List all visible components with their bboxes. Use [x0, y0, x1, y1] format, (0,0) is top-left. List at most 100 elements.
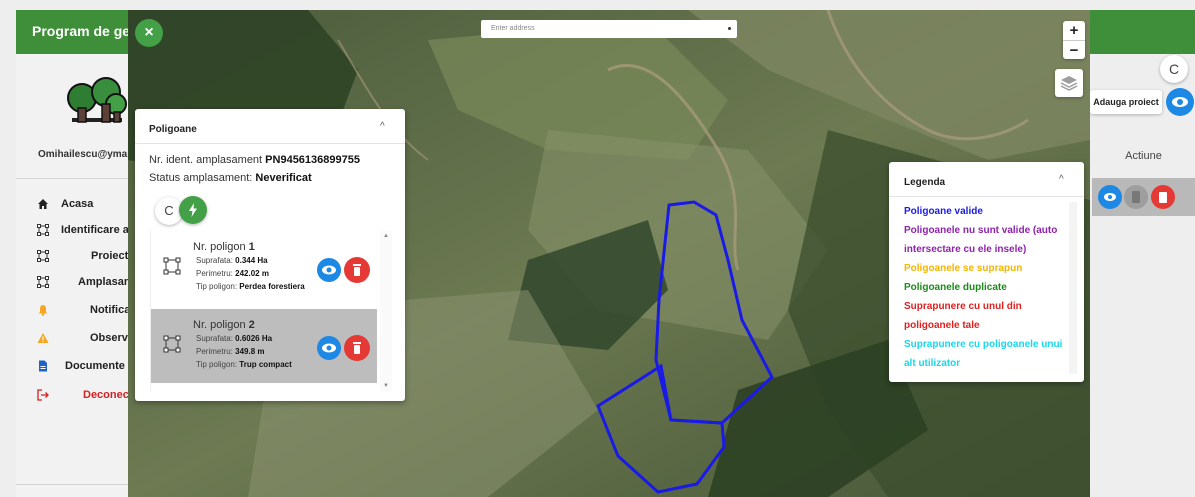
sidebar-item-label: Deconecte: [83, 389, 139, 401]
polygon-1-outline: [654, 200, 774, 425]
add-project-button[interactable]: Adauga proiect: [1090, 90, 1162, 114]
refresh-button[interactable]: C: [1160, 55, 1188, 83]
sidebar-item-documente[interactable]: Documente c: [16, 354, 151, 380]
polygon-icon: [36, 224, 50, 238]
polygon-icon: [163, 335, 181, 353]
sidebar-item-proiecte[interactable]: Proiecte: [16, 244, 151, 270]
polygon-type-value: Trup compact: [239, 360, 292, 369]
layers-icon: [1060, 76, 1078, 91]
polygon-icon: [36, 250, 50, 264]
polygon-area-value: 0.6026 Ha: [235, 334, 273, 343]
home-icon: [36, 198, 50, 212]
polygon-list-item[interactable]: Nr. poligon 1 Suprafata: 0.344 Ha Perime…: [151, 231, 377, 305]
scroll-down-icon[interactable]: ▼: [383, 383, 389, 389]
polygon-name-value: 1: [248, 241, 255, 253]
sidebar-item-acasa[interactable]: Acasa: [16, 192, 151, 218]
user-email: Omihailescu@ymail.: [38, 149, 136, 160]
collapse-chevron-icon[interactable]: ^: [380, 121, 385, 132]
close-map-button[interactable]: ×: [135, 19, 163, 47]
polygon-list-item-selected[interactable]: Nr. poligon 2 Suprafata: 0.6026 Ha Perim…: [151, 309, 377, 383]
view-polygon-button[interactable]: [317, 258, 341, 282]
address-search-input[interactable]: Enter address: [481, 20, 737, 38]
bolt-icon: [189, 203, 197, 217]
sidebar-divider: [16, 484, 151, 485]
sidebar-divider: [16, 178, 151, 179]
warning-icon: [36, 332, 50, 346]
polygon-perimeter-value: 349.8 m: [235, 347, 265, 356]
legend-item-valid: Poligoane valide: [904, 206, 983, 217]
sidebar: Omihailescu@ymail. Acasa Identificare ar…: [16, 54, 151, 497]
sidebar-item-deconectare[interactable]: Deconecte: [16, 383, 151, 409]
sidebar-item-label: Acasa: [61, 198, 94, 210]
polygon-type: Tip poligon: Perdea forestiera: [196, 282, 305, 291]
delete-polygon-button[interactable]: [344, 335, 370, 361]
polygon-perimeter: Perimetru: 242.02 m: [196, 269, 269, 278]
sidebar-item-identificare[interactable]: Identificare ar: [16, 218, 151, 244]
sidebar-item-label: Notificar: [90, 304, 135, 316]
polygon-area-label: Suprafata:: [196, 256, 236, 265]
polygon-icon: [36, 276, 50, 290]
polygon-name-value: 2: [248, 319, 255, 331]
polygon-area-value: 0.344 Ha: [235, 256, 268, 265]
sidebar-item-notificari[interactable]: Notificar: [16, 298, 151, 324]
polygon-list-scrollbar[interactable]: ▲ ▼: [380, 231, 392, 391]
table-row-actions: [1092, 178, 1195, 216]
legend-item-invalid: Poligoanele nu sunt valide (auto interse…: [904, 225, 1058, 255]
logout-icon: [36, 389, 50, 403]
sidebar-item-label: Observat: [90, 332, 138, 344]
scroll-up-icon[interactable]: ▲: [383, 233, 389, 239]
legend-scrollbar[interactable]: [1069, 202, 1077, 374]
site-id-label: Nr. ident. amplasament: [149, 154, 266, 166]
zoom-out-button[interactable]: −: [1069, 42, 1079, 59]
polygons-panel: Poligoane ^ Nr. ident. amplasament PN945…: [135, 109, 405, 401]
legend-divider: [889, 196, 1084, 197]
polygon-perimeter: Perimetru: 349.8 m: [196, 347, 264, 356]
polygon-perimeter-value: 242.02 m: [235, 269, 269, 278]
polygon-2-outline: [596, 363, 726, 494]
polygon-area: Suprafata: 0.6026 Ha: [196, 334, 272, 343]
legend-title: Legenda: [904, 177, 946, 188]
collapse-chevron-icon[interactable]: ^: [1059, 174, 1064, 185]
legend-item-own-overlap: Suprapunere cu unul din poligoanele tale: [904, 301, 1022, 331]
sidebar-item-amplasamente[interactable]: Amplasame: [16, 270, 151, 296]
page-right-area: [1085, 54, 1195, 497]
app-title: Program de gest: [32, 23, 143, 39]
delete-polygon-button[interactable]: [344, 257, 370, 283]
legend-panel: Legenda ^ Poligoane valide Poligoanele n…: [889, 162, 1084, 382]
zoom-divider: [1063, 40, 1085, 41]
polygon-area-label: Suprafata:: [196, 334, 236, 343]
trash-icon: [353, 342, 361, 354]
panel-divider: [135, 143, 405, 144]
sidebar-item-observatii[interactable]: Observat: [16, 326, 151, 352]
site-id-line: Nr. ident. amplasament PN9456136899755: [149, 154, 360, 166]
bolt-action-button[interactable]: [179, 196, 207, 224]
site-id-value: PN9456136899755: [265, 154, 360, 166]
refresh-polygons-button[interactable]: C: [155, 197, 183, 225]
legend-item-overlap: Poligoanele se suprapun: [904, 263, 1023, 274]
sidebar-item-label: Documente c: [65, 360, 135, 372]
polygon-icon: [163, 257, 181, 275]
polygon-perimeter-label: Perimetru:: [196, 269, 236, 278]
polygon-type-label: Tip poligon:: [196, 282, 240, 291]
polygon-perimeter-label: Perimetru:: [196, 347, 236, 356]
polygon-name-label: Nr. poligon: [193, 241, 249, 253]
eye-icon: [322, 265, 336, 275]
polygon-type-value: Perdea forestiera: [239, 282, 305, 291]
view-button[interactable]: [1166, 88, 1194, 116]
view-polygon-button[interactable]: [317, 336, 341, 360]
panel-title: Poligoane: [149, 124, 197, 135]
layers-button[interactable]: [1055, 69, 1083, 97]
bell-icon: [36, 304, 50, 318]
site-status-label: Status amplasament:: [149, 172, 256, 184]
sidebar-item-label: Amplasame: [78, 276, 140, 288]
polygon-list: Nr. poligon 1 Suprafata: 0.344 Ha Perime…: [150, 231, 392, 391]
eye-icon: [322, 343, 336, 353]
eye-icon: [1172, 97, 1188, 107]
polygon-type: Tip poligon: Trup compact: [196, 360, 292, 369]
zoom-control: + −: [1063, 21, 1085, 59]
polygon-type-label: Tip poligon:: [196, 360, 240, 369]
zoom-in-button[interactable]: +: [1069, 22, 1079, 39]
sidebar-item-label: Identificare ar: [61, 224, 134, 236]
site-status-value: Neverificat: [255, 172, 312, 184]
